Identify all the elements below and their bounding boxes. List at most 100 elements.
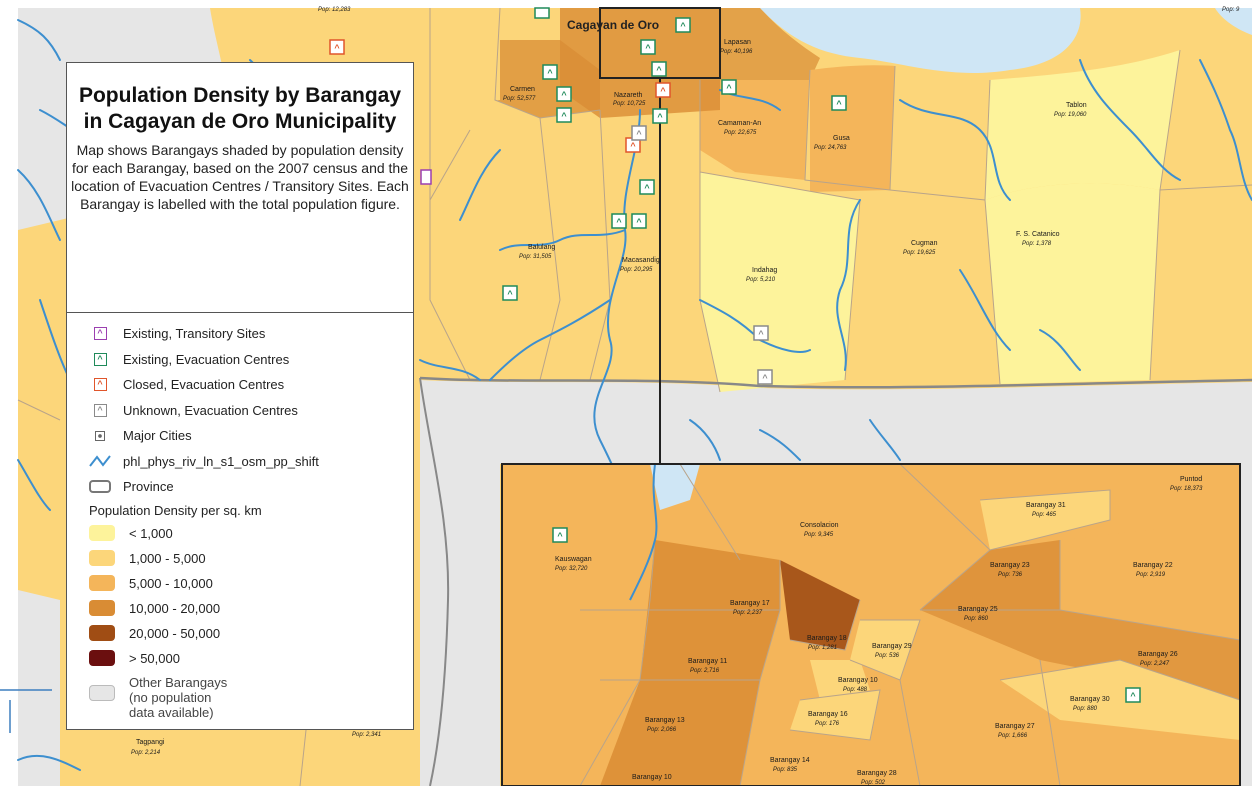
tagpangi-pop: Pop: 2,214 [131, 750, 161, 756]
other-line-2: (no population [129, 689, 212, 705]
bottom-pop-label: Pop: 2,341 [352, 732, 381, 738]
density-class: < 1,000 [89, 521, 407, 546]
green-camp-icon: ^ [675, 17, 691, 33]
indahag-pop: Pop: 5,210 [746, 277, 776, 283]
svg-text:^: ^ [557, 531, 563, 541]
other-line-3: data available) [129, 704, 214, 720]
city-label: Cagayan de Oro [567, 18, 659, 32]
legend-label: Major Cities [123, 428, 192, 444]
grey-camp-icon: ^ [93, 403, 107, 417]
other-line-1: Other Barangays [129, 674, 228, 690]
svg-text:^: ^ [636, 217, 642, 227]
indahag-name: Indahag [752, 267, 777, 274]
city-square-icon [95, 430, 105, 441]
b11-name: Barangay 11 [688, 658, 727, 665]
no-data-swatch [89, 684, 115, 701]
svg-text:^: ^ [762, 373, 768, 383]
density-label: 20,000 - 50,000 [129, 625, 221, 641]
density-class: 1,000 - 5,000 [89, 546, 407, 571]
svg-text:^: ^ [507, 289, 513, 299]
b18-pop: Pop: 1,281 [808, 645, 837, 651]
density-label: > 50,000 [129, 650, 180, 666]
tablon-pop: Pop: 19,060 [1054, 112, 1087, 118]
legend-item-closed-evac: ^ Closed, Evacuation Centres [89, 372, 407, 398]
barangay-indahag [700, 172, 860, 392]
density-class: > 50,000 [89, 646, 407, 671]
green-camp-icon: ^ [640, 39, 656, 55]
density-heading: Population Density per sq. km [89, 502, 262, 518]
svg-text:^: ^ [657, 112, 663, 122]
density-label: 1,000 - 5,000 [129, 550, 206, 566]
b17-name: Barangay 17 [730, 600, 770, 607]
green-camp-icon: ^ [611, 213, 627, 229]
svg-text:^: ^ [630, 141, 636, 151]
svg-text:^: ^ [726, 83, 732, 93]
legend-label: Unknown, Evacuation Centres [123, 402, 298, 418]
legend-divider [67, 312, 413, 313]
province-outline-icon [89, 480, 111, 494]
sea-area-right [1215, 8, 1252, 35]
kauswagan-name: Kauswagan [555, 556, 592, 563]
b22-name: Barangay 22 [1133, 562, 1173, 569]
density-class: 10,000 - 20,000 [89, 596, 407, 621]
svg-text:^: ^ [334, 43, 340, 53]
tablon-name: Tablon [1066, 102, 1087, 109]
camaman-an-name: Camaman-An [718, 120, 761, 127]
barangay-gusa [810, 65, 895, 192]
b18-name: Barangay 18 [807, 635, 847, 642]
b26-name: Barangay 26 [1138, 651, 1178, 658]
b30-name: Barangay 30 [1070, 696, 1110, 703]
density-label: 10,000 - 20,000 [129, 600, 221, 616]
legend-title: Population Density by Barangay in Cagaya… [78, 84, 402, 133]
svg-text:^: ^ [636, 129, 642, 139]
carmen-name: Carmen [510, 86, 535, 93]
b28-name: Barangay 28 [857, 770, 897, 777]
green-camp-icon: ^ [721, 79, 737, 95]
green-camp-icon: ^ [831, 95, 847, 111]
fs-catanico-pop: Pop: 1,378 [1022, 241, 1052, 247]
density-swatch [89, 550, 115, 566]
b29-name: Barangay 29 [872, 643, 912, 650]
density-label: 5,000 - 10,000 [129, 575, 213, 591]
legend-item-existing-evac: ^ Existing, Evacuation Centres [89, 347, 407, 373]
green-camp-icon: ^ [552, 527, 568, 543]
b23-name: Barangay 23 [990, 562, 1030, 569]
camaman-an-pop: Pop: 22,675 [724, 130, 757, 136]
b10-name: Barangay 10 [838, 677, 878, 684]
b25-name: Barangay 25 [958, 606, 998, 613]
green-camp-icon: ^ [631, 213, 647, 229]
gusa-name: Gusa [833, 135, 850, 142]
green-camp-icon: ^ [652, 108, 668, 124]
legend-label: phl_phys_riv_ln_s1_osm_pp_shift [123, 453, 319, 469]
svg-text:^: ^ [547, 68, 553, 78]
nazareth-name: Nazareth [614, 92, 643, 99]
balulang-pop: Pop: 31,505 [519, 254, 552, 260]
balulang-name: Balulang [528, 244, 555, 251]
density-swatch [89, 575, 115, 591]
tagpangi-name: Tagpangi [136, 739, 165, 746]
evacuation-centre-icons[interactable]: ^ ^ ^ ^ ^ ^ ^ ^ ^ ^ ^ ^ ^ ^ ^ ^ ^ ^ ^ ^ … [329, 7, 1141, 703]
svg-text:^: ^ [561, 111, 567, 121]
city-inset-map[interactable] [501, 463, 1241, 786]
province-boundary-west [419, 377, 450, 786]
legend-label: Existing, Transitory Sites [123, 326, 266, 342]
b23-pop: Pop: 736 [998, 572, 1023, 578]
fs-catanico-name: F. S. Catanico [1016, 231, 1060, 238]
barangay-lapasan [720, 8, 820, 80]
inset-labels: Puntod Pop: 18,373 Barangay 31 Pop: 465 … [555, 476, 1203, 786]
orange-camp-icon: ^ [655, 82, 671, 98]
lapasan-name: Lapasan [724, 39, 751, 46]
consolacion-name: Consolacion [800, 522, 839, 529]
b29-pop: Pop: 536 [875, 653, 900, 659]
b10b-name: Barangay 10 [632, 774, 672, 781]
svg-text:^: ^ [656, 65, 662, 75]
green-camp-icon: ^ [502, 285, 518, 301]
legend-item-major-cities: Major Cities [89, 423, 407, 449]
density-swatch [89, 600, 115, 616]
purple-camp-icon [420, 169, 432, 185]
legend-label: Existing, Evacuation Centres [123, 351, 290, 367]
province-boundary [419, 376, 1252, 389]
puntod-pop: Pop: 18,373 [1170, 486, 1203, 492]
svg-text:^: ^ [660, 86, 666, 96]
